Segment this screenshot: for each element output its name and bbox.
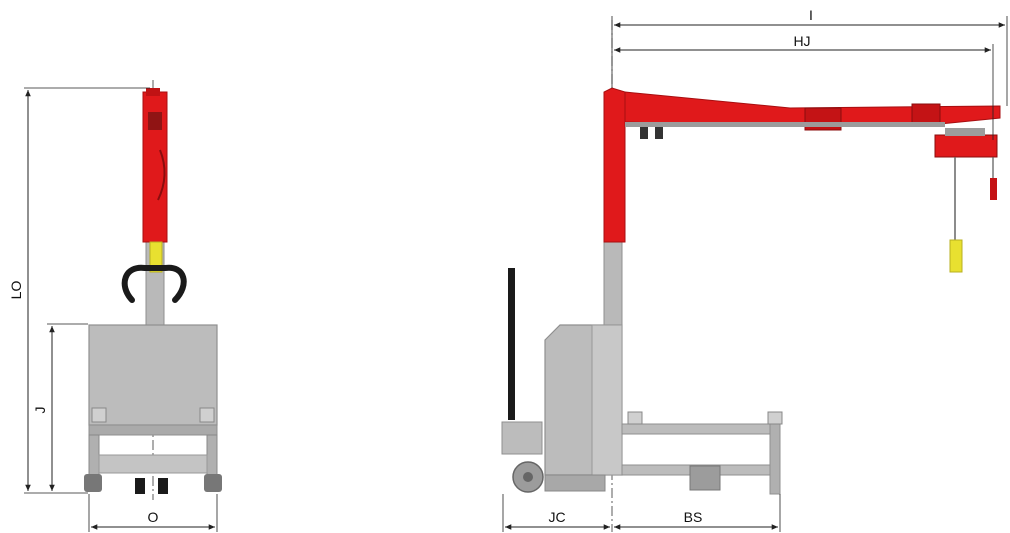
front-cable [157,149,166,201]
front-bracket-right [199,407,215,423]
side-wheel-hub [523,472,533,482]
side-boom-block-a [640,127,648,139]
side-leg-bracket-2 [627,411,643,425]
label-BS: BS [684,509,703,525]
front-column-cap [146,88,160,96]
front-wheel-center-a [135,478,145,494]
side-leg-upper [621,423,781,435]
front-control-box [148,112,162,130]
side-hoist-carriage [945,128,985,136]
side-foot-plate [689,465,721,491]
side-base [544,474,606,492]
side-leg-end [769,423,781,495]
side-leg-bracket [767,411,783,425]
label-I: I [809,7,813,23]
label-HJ: HJ [793,33,810,49]
front-wheel-right [204,474,222,492]
front-body [88,324,218,426]
side-hook-block [949,239,963,273]
front-leg-right [206,434,218,476]
side-boom-joint-2 [911,103,941,125]
front-yellow-block [149,241,163,273]
front-base-plate [98,454,208,474]
front-dimensions: LO J O [8,87,218,532]
side-red-column [603,87,626,243]
front-handle [121,264,187,303]
front-base-top [88,424,218,436]
side-battery-box [501,421,543,455]
label-JC: JC [548,509,565,525]
front-view [84,80,222,500]
front-wheel-left [84,474,102,492]
label-LO: LO [8,281,24,300]
side-boom-rail [625,122,945,127]
front-wheel-center-b [158,478,168,494]
side-view [501,20,1001,532]
label-J: J [32,407,48,414]
front-leg-left [88,434,100,476]
front-bracket-left [91,407,107,423]
side-hoist [934,134,998,158]
side-dimensions: I HJ JC BS [502,7,1008,532]
side-pendant [990,178,997,200]
side-mast [603,241,623,328]
side-boom-block-b [655,127,663,139]
side-body-panel [591,324,623,476]
label-O: O [148,509,159,525]
side-handle [508,268,515,420]
